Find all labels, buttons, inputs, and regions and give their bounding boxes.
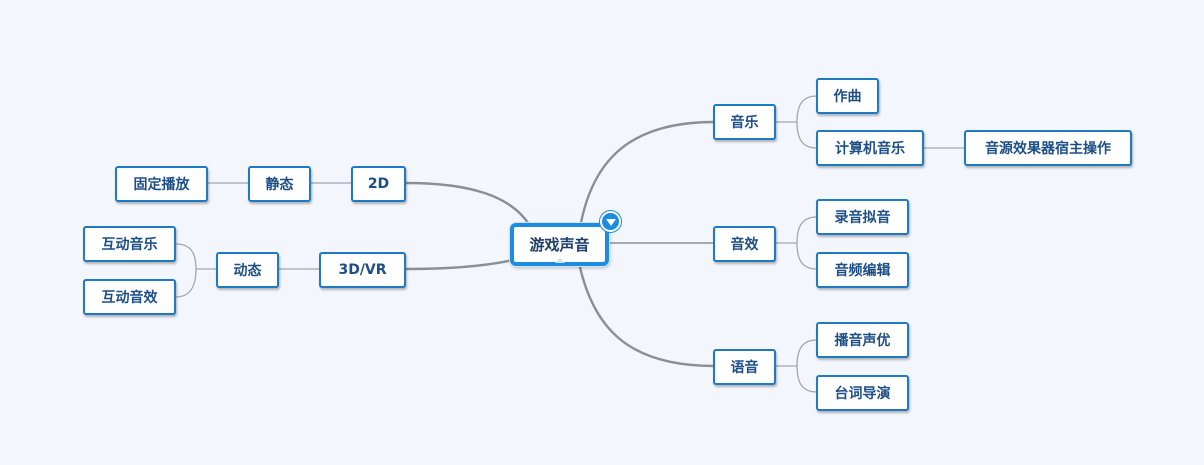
node-sound-effects-label: 音效 <box>730 237 759 253</box>
node-audio-editing-label: 音频编辑 <box>834 263 891 279</box>
node-composition[interactable]: 作曲 <box>816 78 879 114</box>
node-2d[interactable]: 2D <box>351 166 406 202</box>
link-dynamic-children <box>175 243 217 298</box>
node-3dvr[interactable]: 3D/VR <box>319 252 406 288</box>
node-audio-editing[interactable]: 音频编辑 <box>816 252 909 288</box>
root-node-label: 游戏声音 <box>529 236 590 254</box>
node-music-label: 音乐 <box>730 115 759 131</box>
node-voice-actors[interactable]: 播音声优 <box>816 322 909 358</box>
node-plugin-host[interactable]: 音源效果器宿主操作 <box>964 130 1132 166</box>
node-voice[interactable]: 语音 <box>713 349 776 385</box>
triangle-down-icon <box>605 219 616 226</box>
node-voice-label: 语音 <box>730 360 759 376</box>
link-voice-children <box>776 339 818 393</box>
link-music-children <box>776 95 818 149</box>
node-composition-label: 作曲 <box>833 89 862 105</box>
node-interactive-music[interactable]: 互动音乐 <box>83 226 176 262</box>
node-2d-label: 2D <box>367 176 390 192</box>
node-3dvr-label: 3D/VR <box>338 262 387 278</box>
link-root-music <box>578 120 715 229</box>
collapse-toggle-button[interactable] <box>600 211 621 232</box>
node-interactive-music-label: 互动音乐 <box>101 237 158 253</box>
node-interactive-sfx-label: 互动音效 <box>101 290 158 306</box>
node-music[interactable]: 音乐 <box>713 104 776 140</box>
link-root-voice <box>576 257 715 368</box>
node-fixed-playback[interactable]: 固定播放 <box>115 166 208 202</box>
node-voice-actors-label: 播音声优 <box>834 333 891 349</box>
node-dynamic-label: 动态 <box>233 263 262 279</box>
node-computer-music[interactable]: 计算机音乐 <box>816 130 924 166</box>
root-node[interactable]: 游戏声音 <box>510 223 609 266</box>
link-root-3dvr <box>405 258 514 271</box>
node-static[interactable]: 静态 <box>248 166 311 202</box>
node-sound-effects[interactable]: 音效 <box>713 226 776 262</box>
node-dialogue-director[interactable]: 台词导演 <box>816 375 909 411</box>
node-foley-recording-label: 录音拟音 <box>834 210 891 226</box>
node-interactive-sfx[interactable]: 互动音效 <box>83 279 176 315</box>
node-static-label: 静态 <box>265 177 294 193</box>
node-computer-music-label: 计算机音乐 <box>835 141 905 157</box>
node-fixed-playback-label: 固定播放 <box>133 177 190 193</box>
node-dialogue-director-label: 台词导演 <box>834 386 891 402</box>
root-notch <box>554 258 565 263</box>
node-foley-recording[interactable]: 录音拟音 <box>816 199 909 235</box>
node-dynamic[interactable]: 动态 <box>216 252 279 288</box>
link-root-2d <box>405 181 532 227</box>
link-sfx-children <box>776 216 818 270</box>
node-plugin-host-label: 音源效果器宿主操作 <box>985 141 1111 157</box>
